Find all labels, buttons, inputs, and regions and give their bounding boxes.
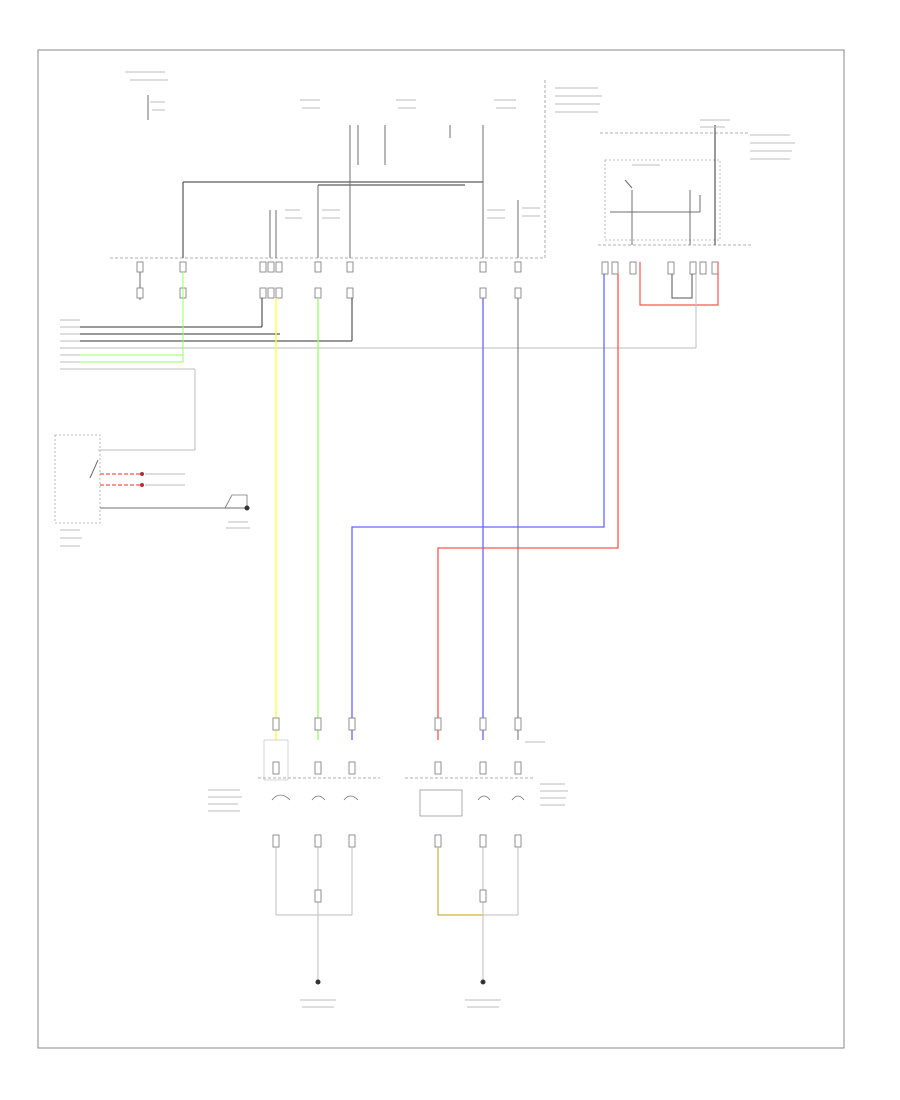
- relay-block-right: [598, 119, 795, 306]
- meter-harness-lines: [60, 272, 697, 451]
- combination-meter-assembly: [54, 434, 245, 547]
- ground-runs: [272, 834, 522, 980]
- bus-fuse-labels: [285, 207, 540, 219]
- light-control-switch: [224, 494, 250, 529]
- top-fuse-labels: [300, 87, 602, 113]
- fuse-block-top-left: [125, 71, 168, 120]
- headlight-right-assembly: [405, 741, 568, 817]
- connector-row-top: [136, 261, 522, 299]
- diagram-frame: [37, 49, 845, 1049]
- headlight-left-assembly: [208, 739, 380, 812]
- signal-wires: [139, 274, 619, 740]
- ground-right: [465, 979, 501, 1008]
- lower-connectors: [272, 717, 522, 775]
- power-bus: [182, 125, 519, 258]
- ground-left: [300, 979, 336, 1008]
